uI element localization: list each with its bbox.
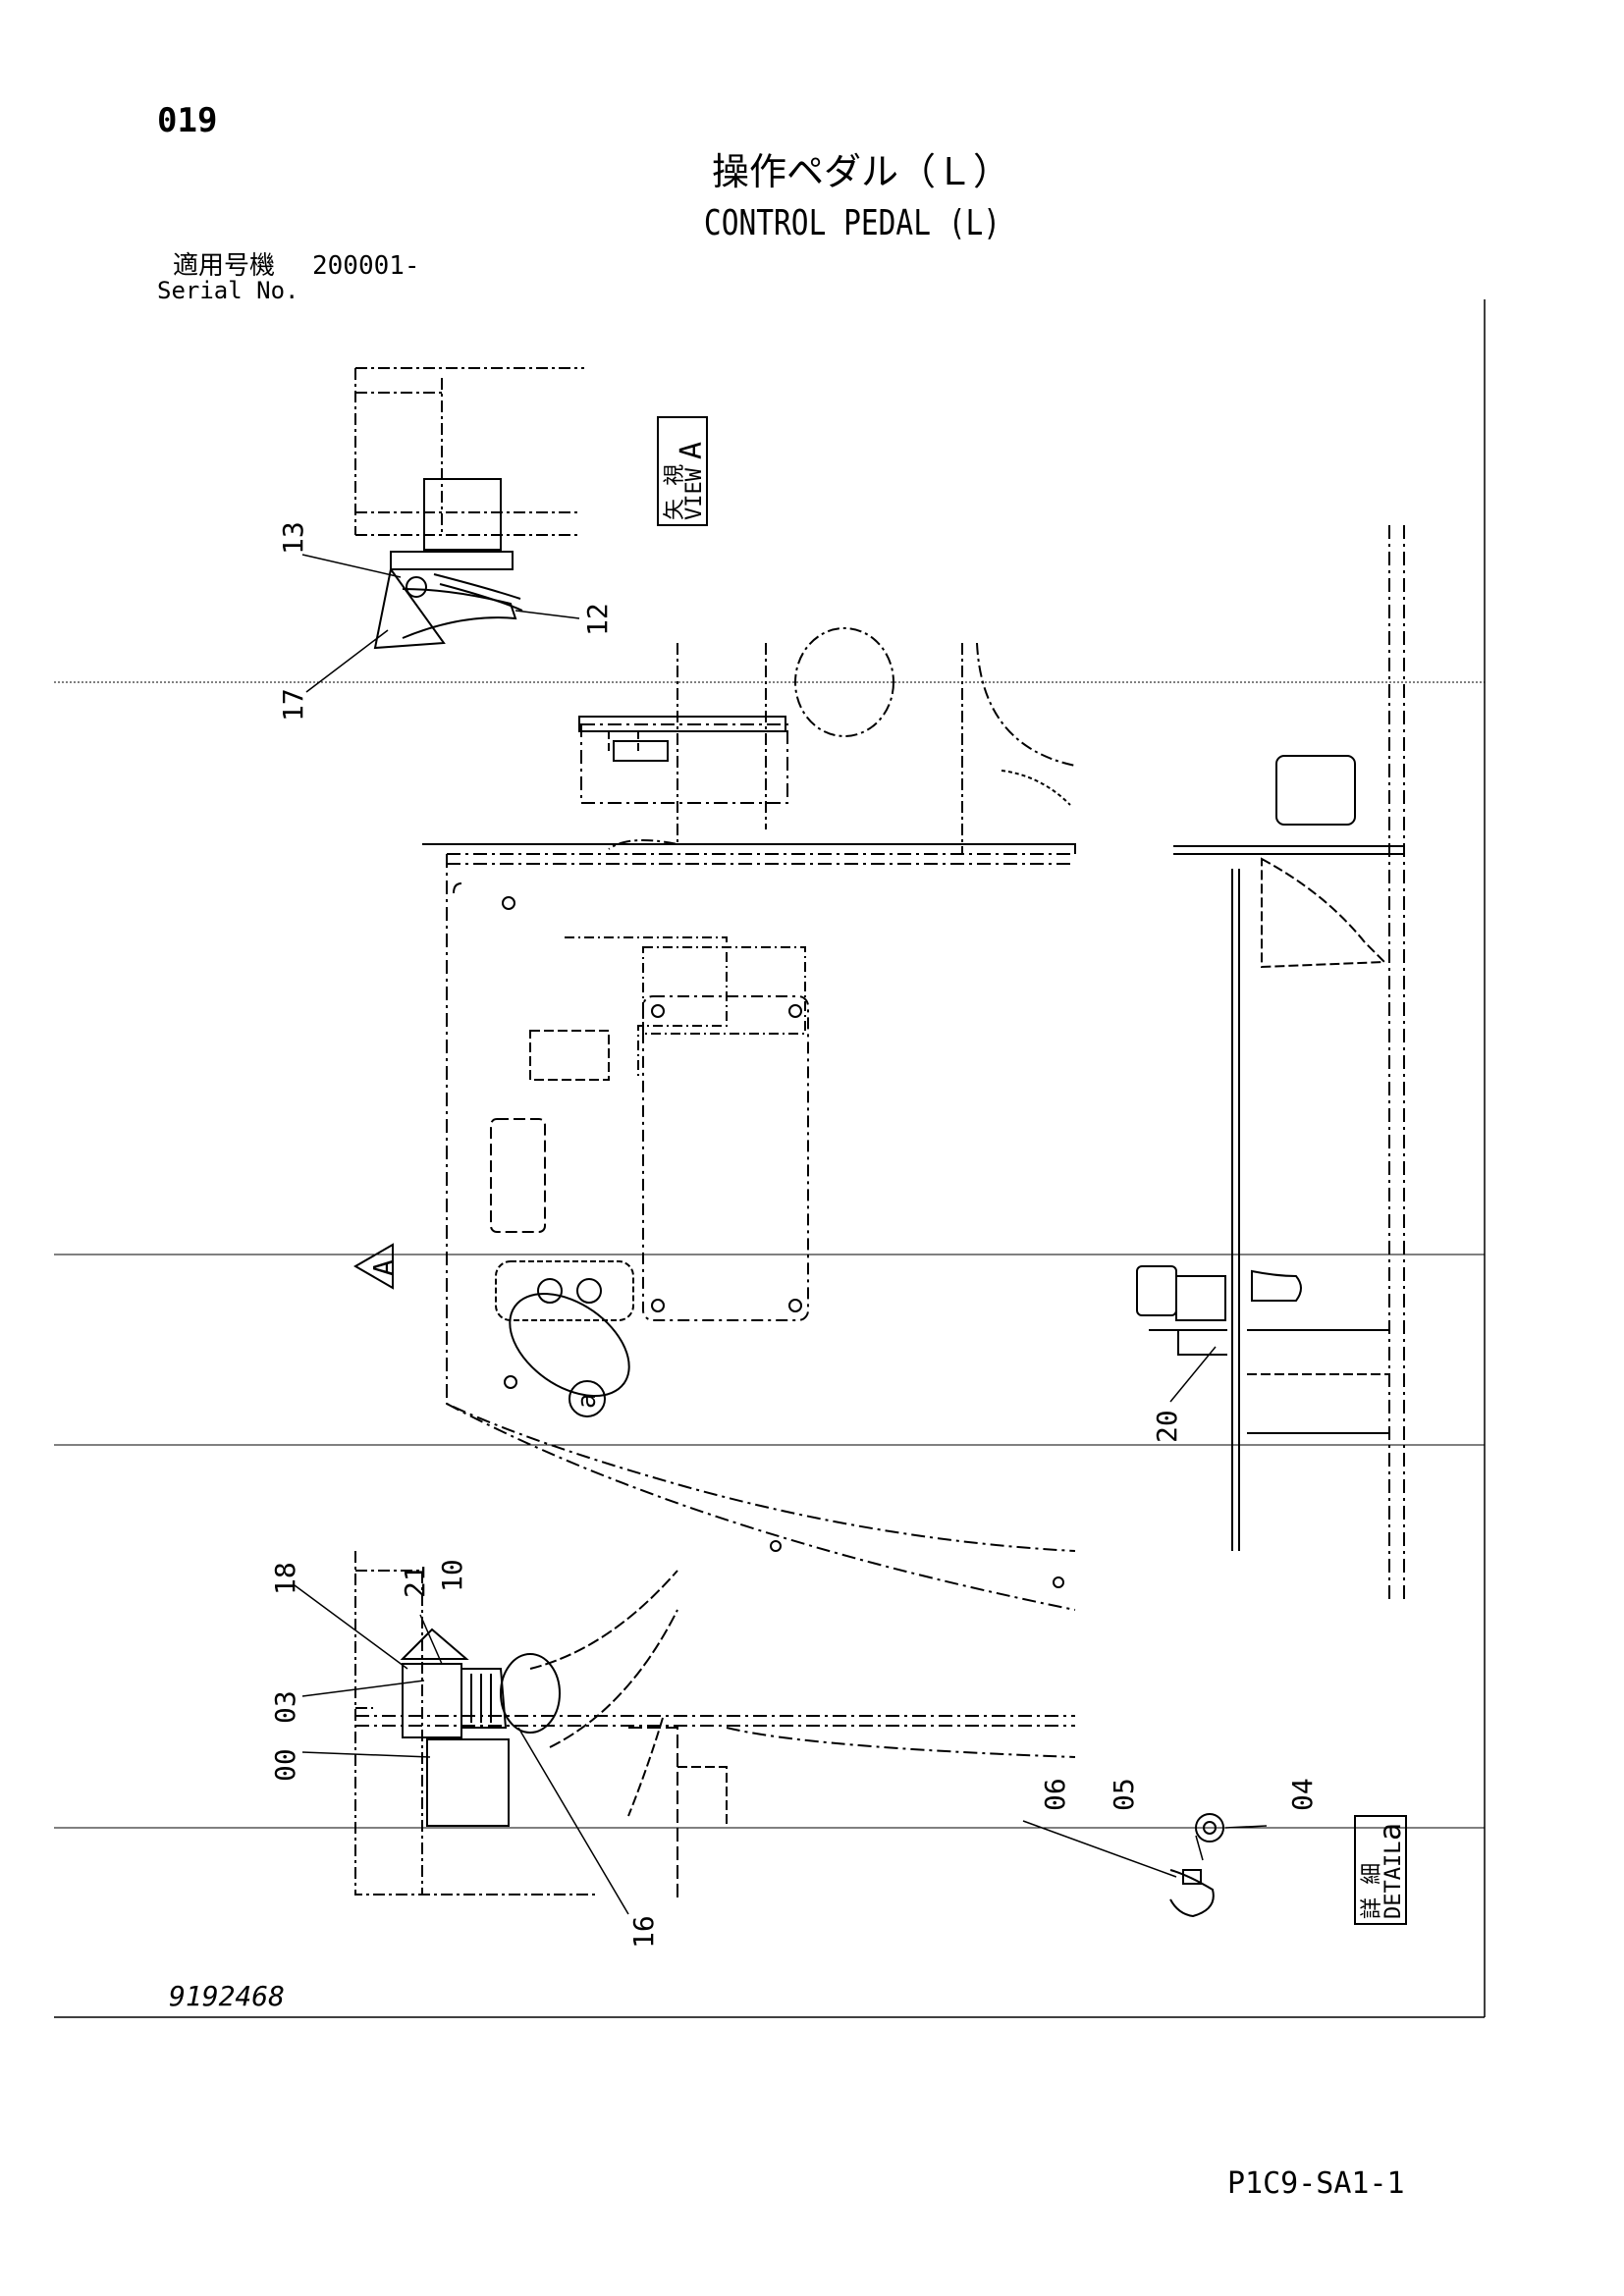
callout-04: 04	[1286, 1778, 1319, 1811]
view-direction-arrow: A	[353, 1243, 400, 1290]
serial-label-english: Serial No.	[157, 277, 299, 304]
callout-20: 20	[1151, 1410, 1183, 1443]
callout-06: 06	[1039, 1778, 1071, 1811]
callout-03: 03	[269, 1690, 301, 1724]
callout-13: 13	[277, 521, 309, 555]
view-a-label: 矢 視 VIEW A	[657, 416, 709, 526]
detail-jp: 詳 細	[1360, 1863, 1384, 1919]
callout-17: 17	[277, 688, 309, 721]
view-a-letter: A	[675, 442, 709, 459]
title-japanese: 操作ペダル（Ｌ）	[711, 150, 1010, 193]
view-marker-letter: A	[367, 1259, 400, 1276]
callout-10: 10	[436, 1559, 468, 1592]
detail-circle-letter: a	[572, 1393, 602, 1409]
detail-a-label: 詳 細 DETAIL a	[1354, 1815, 1408, 1925]
callout-12: 12	[581, 603, 614, 636]
page-number: 019	[157, 101, 218, 140]
page-code: P1C9-SA1-1	[1227, 2166, 1405, 2201]
title-english: CONTROL PEDAL (L)	[703, 203, 1001, 243]
detail-letter: a	[1374, 1823, 1408, 1841]
callout-05: 05	[1108, 1778, 1140, 1811]
drawing-number: 9192468	[169, 1980, 286, 2012]
serial-value: 200001-	[312, 251, 420, 281]
serial-label-japanese: 適用号機	[173, 251, 276, 281]
callout-18: 18	[269, 1562, 301, 1595]
callout-16: 16	[627, 1915, 660, 1949]
callout-21: 21	[399, 1565, 431, 1598]
view-a-en: VIEW	[682, 467, 707, 520]
detail-en: DETAIL	[1381, 1842, 1406, 1919]
view-a-jp: 矢 視	[663, 464, 687, 520]
callout-00: 00	[269, 1748, 301, 1782]
